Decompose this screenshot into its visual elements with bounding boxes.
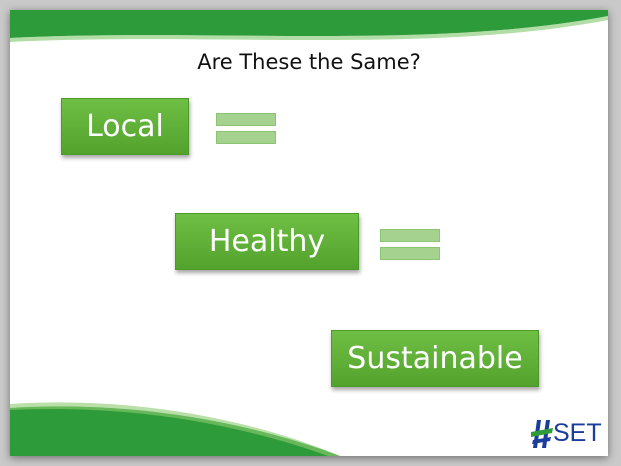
set-logo: SET	[531, 418, 602, 450]
presentation-slide: Are These the Same? Local Healthy Sustai…	[10, 10, 608, 456]
logo-text: SET	[553, 419, 602, 447]
equals-sign-icon	[216, 113, 276, 145]
equals-bar-bottom	[380, 247, 440, 260]
healthy-box: Healthy	[175, 213, 359, 270]
equals-bar-top	[380, 229, 440, 242]
sustainable-box: Sustainable	[331, 330, 539, 387]
green-swoosh-decoration	[10, 10, 608, 456]
local-box: Local	[61, 98, 189, 155]
slide-title: Are These the Same?	[197, 50, 421, 74]
set-logo-icon	[531, 420, 553, 448]
equals-bar-top	[216, 113, 276, 126]
equals-bar-bottom	[216, 131, 276, 144]
equals-sign-icon	[380, 229, 440, 261]
